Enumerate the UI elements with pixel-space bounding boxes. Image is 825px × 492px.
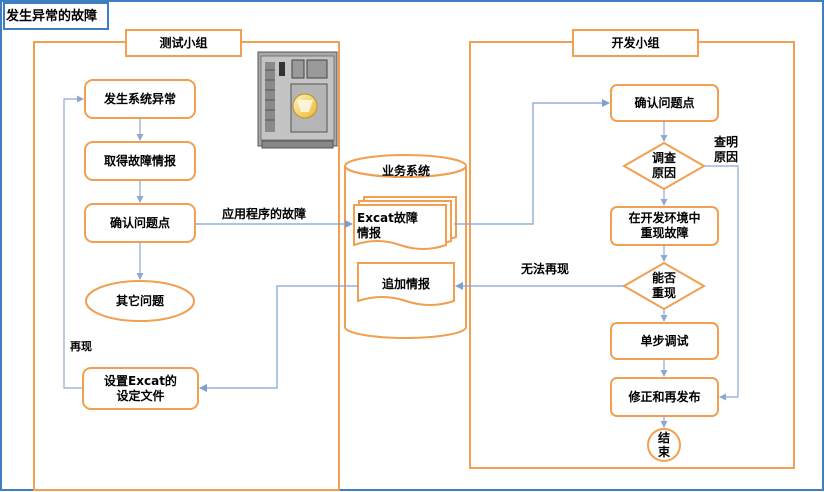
cross-group-connectors [195, 99, 624, 392]
node-other-ellipse [85, 280, 195, 322]
dev-group-header-box [572, 29, 699, 57]
test-group-header: 测试小组 [159, 35, 208, 50]
test-group-connectors [63, 95, 144, 389]
additional-info-document [357, 262, 455, 306]
node-occur-label: 发生系统异常 [103, 91, 176, 106]
node-end-label: 结 束 [657, 431, 670, 459]
node-confirm-label: 确认问题点 [109, 215, 170, 230]
test-group-header-box [125, 29, 242, 57]
no-reproduce-label: 无法再现 [520, 261, 569, 276]
node-get-info-label: 取得故障情报 [103, 153, 176, 168]
node-end-circle [647, 428, 681, 462]
node-dev-confirm-label: 确认问题点 [634, 95, 695, 110]
reproduce-label: 再现 [70, 339, 92, 353]
additional-info-label: 追加情报 [381, 276, 430, 291]
node-debug-label: 单步调试 [640, 333, 689, 348]
node-investigate-label: 调查 原因 [651, 151, 676, 180]
title-box [3, 2, 109, 30]
node-reproduce-label: 在开发环境中 重现故障 [628, 211, 701, 240]
find-cause-label: 查明 原因 [714, 135, 739, 164]
app-fault-label: 应用程序的故障 [221, 206, 306, 221]
node-config-label: 设置Excat的 设定文件 [104, 373, 177, 403]
excat-document-label: Excat故障 情报 [357, 211, 418, 240]
diagram-title: 发生异常的故障 [6, 8, 98, 24]
excat-document-stack [353, 196, 457, 250]
node-other-label: 其它问题 [115, 293, 164, 308]
node-fix-label: 修正和再发布 [628, 389, 701, 404]
dev-group-header: 开发小组 [611, 35, 660, 50]
node-can-reproduce-label: 能否 重现 [651, 271, 676, 300]
dev-group-connectors [660, 121, 739, 428]
server-icon [257, 51, 338, 149]
business-system-label: 业务系统 [381, 163, 430, 178]
